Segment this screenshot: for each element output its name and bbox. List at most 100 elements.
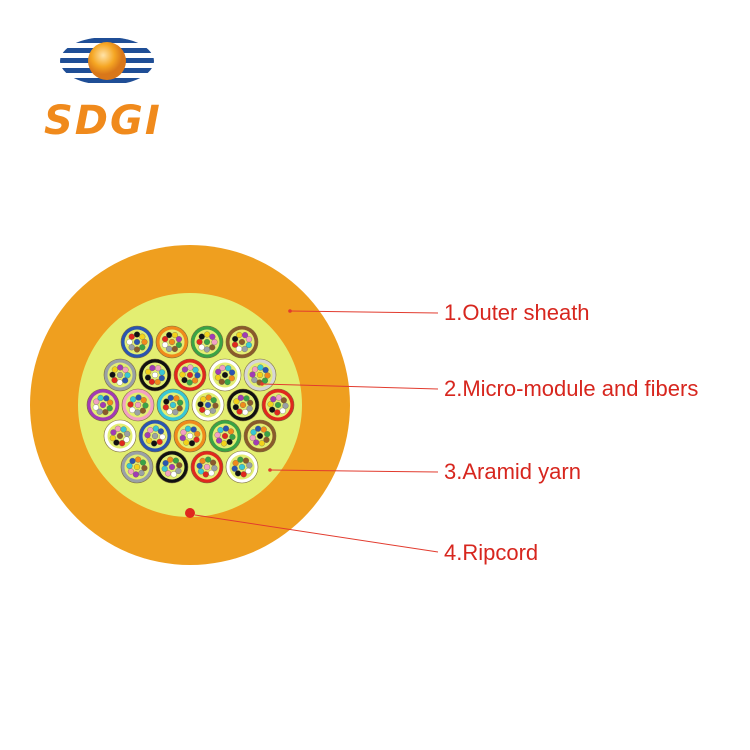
fiber — [215, 437, 223, 444]
fiber — [97, 394, 104, 401]
fiber — [261, 377, 269, 384]
fiber — [161, 465, 168, 472]
fiber — [163, 398, 170, 405]
micro-module — [121, 388, 155, 422]
fiber — [246, 462, 253, 469]
fiber — [139, 407, 146, 414]
fiber — [245, 336, 253, 343]
fiber — [237, 456, 244, 463]
micro-module — [261, 388, 295, 422]
fiber — [231, 341, 239, 348]
fiber — [221, 371, 229, 379]
fiber — [202, 471, 209, 478]
micro-module — [138, 419, 172, 453]
fiber — [196, 462, 203, 469]
fiber — [199, 457, 206, 464]
fiber — [166, 332, 173, 339]
fiber — [200, 396, 207, 403]
leader-lines — [194, 309, 439, 553]
fiber — [256, 371, 264, 379]
fiber — [127, 401, 134, 408]
fiber — [139, 333, 146, 340]
fiber — [134, 401, 142, 409]
micro-module — [103, 419, 137, 453]
fiber — [156, 438, 163, 445]
fiber — [238, 463, 246, 471]
fiber — [262, 366, 269, 374]
fiber — [166, 345, 173, 352]
label-outer-sheath: 1.Outer sheath — [444, 300, 590, 325]
ripcord — [185, 508, 195, 518]
fiber — [144, 432, 151, 439]
fiber — [212, 402, 219, 409]
fiber — [129, 457, 136, 465]
micro-module — [120, 450, 154, 484]
fiber — [186, 432, 194, 440]
fiber — [203, 346, 210, 353]
fiber — [168, 463, 176, 471]
fiber — [186, 379, 193, 386]
fiber — [179, 371, 186, 378]
leader-dot-outer-sheath — [288, 309, 292, 313]
fiber — [99, 401, 107, 409]
fiber — [133, 331, 141, 338]
fiber — [199, 406, 206, 413]
fiber — [203, 463, 211, 471]
fiber — [192, 366, 199, 373]
sdgi-logo-mark — [60, 38, 154, 83]
fiber — [172, 457, 179, 464]
fiber — [109, 435, 116, 442]
fiber — [92, 404, 99, 411]
fiber — [187, 364, 194, 371]
fiber — [232, 335, 239, 343]
fiber — [194, 430, 201, 438]
fiber — [177, 399, 184, 406]
fiber — [236, 331, 243, 339]
fiber — [181, 377, 188, 384]
logo-stripe — [60, 78, 154, 83]
fiber — [194, 372, 201, 379]
fiber — [255, 425, 262, 432]
fiber — [119, 440, 126, 447]
micro-module — [156, 388, 190, 422]
leader-dot-micro-module — [260, 382, 264, 386]
fiber — [158, 375, 165, 382]
fiber — [249, 371, 256, 378]
fiber — [116, 371, 124, 379]
fiber — [210, 397, 217, 404]
micro-module — [191, 388, 225, 422]
fiber — [124, 372, 131, 379]
fiber — [175, 467, 182, 474]
fiber — [151, 440, 158, 447]
fiber — [209, 333, 216, 340]
label-ripcord: 4.Ripcord — [444, 540, 539, 565]
fiber — [232, 404, 239, 411]
micro-module — [190, 325, 224, 359]
fiber — [128, 333, 135, 340]
label-aramid-yarn: 3.Aramid yarn — [444, 459, 581, 484]
fiber — [142, 402, 149, 409]
fiber — [154, 378, 161, 386]
fiber — [140, 397, 147, 404]
fiber — [133, 463, 141, 471]
fiber — [122, 377, 129, 384]
fiber — [116, 432, 124, 440]
fiber — [166, 408, 173, 415]
micro-module — [226, 388, 260, 422]
micro-module — [243, 358, 277, 392]
fiber — [264, 372, 271, 379]
fiber — [246, 405, 253, 412]
fiber — [152, 425, 159, 432]
fiber — [208, 470, 215, 477]
fiber — [253, 439, 260, 446]
fiber — [279, 407, 286, 414]
fiber — [209, 407, 216, 414]
fiber — [197, 401, 204, 408]
logo-stripe — [60, 38, 154, 43]
fiber — [222, 425, 230, 432]
micro-module — [225, 325, 259, 359]
fiber — [235, 345, 243, 352]
micro-module — [138, 358, 172, 392]
fiber — [138, 469, 145, 477]
micro-module — [243, 419, 277, 453]
